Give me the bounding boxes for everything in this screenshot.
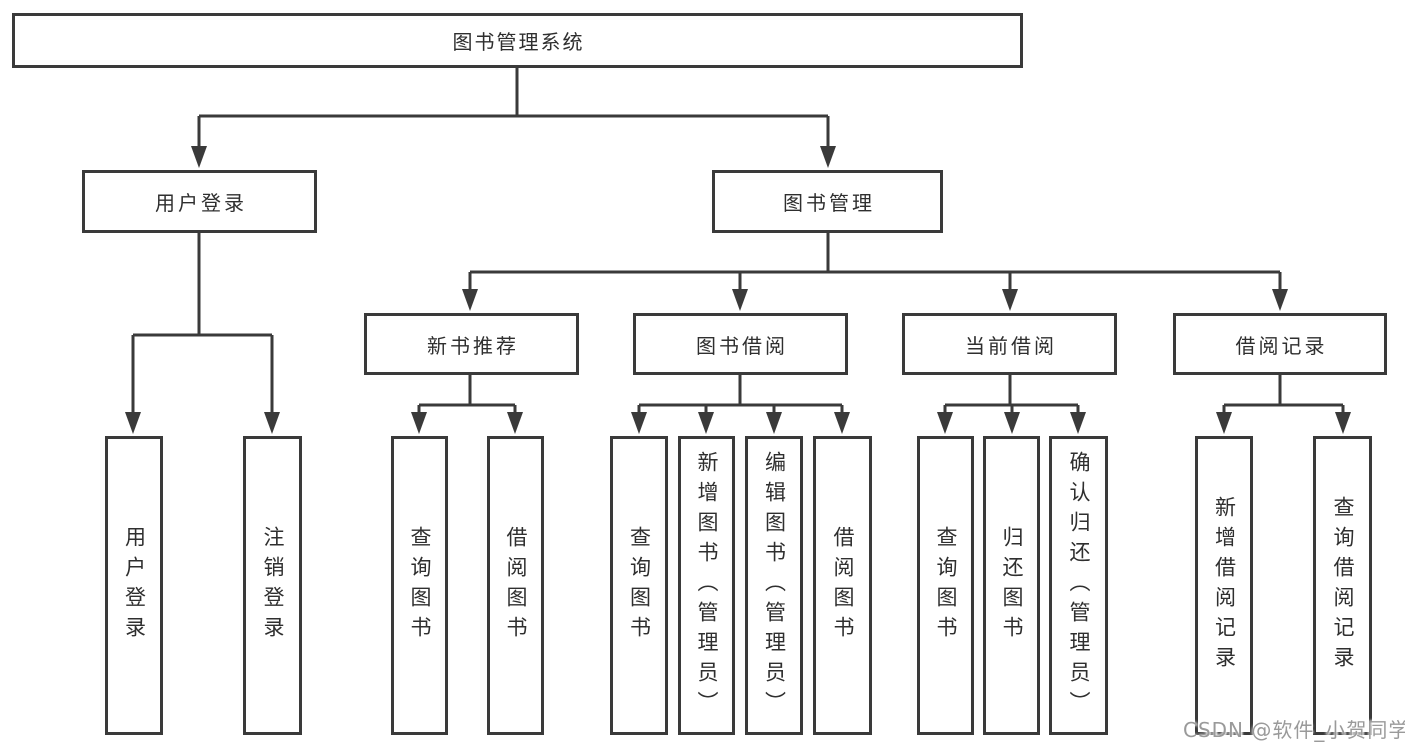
leaf-add-books-admin-label: 新增图书（管理员）: [695, 450, 719, 721]
node-root-label: 图书管理系统: [452, 30, 585, 54]
leaf-borrow-query-books: 查询图书: [610, 436, 668, 735]
node-book-management-label: 图书管理: [783, 191, 875, 215]
leaf-current-query-books: 查询图书: [917, 436, 974, 735]
leaf-logout: 注销登录: [243, 436, 302, 735]
leaf-add-borrow-record-label: 新增借阅记录: [1212, 495, 1237, 676]
leaf-borrow-query-books-label: 查询图书: [627, 525, 652, 646]
leaf-newbook-query-books: 查询图书: [391, 436, 448, 735]
leaf-return-books: 归还图书: [983, 436, 1040, 735]
leaf-query-borrow-record-label: 查询借阅记录: [1331, 495, 1355, 676]
leaf-current-query-books-label: 查询图书: [934, 525, 958, 646]
node-user-login: 用户登录: [82, 170, 317, 233]
node-book-borrow-label: 图书借阅: [696, 333, 788, 358]
leaf-newbook-borrow-books: 借阅图书: [487, 436, 544, 735]
node-borrow-records: 借阅记录: [1173, 313, 1387, 375]
node-current-borrow-label: 当前借阅: [965, 333, 1057, 358]
leaf-add-borrow-record: 新增借阅记录: [1195, 436, 1253, 735]
leaf-return-books-label: 归还图书: [1000, 525, 1024, 646]
node-user-login-label: 用户登录: [155, 191, 247, 215]
node-borrow-records-label: 借阅记录: [1235, 333, 1328, 358]
node-book-management: 图书管理: [712, 170, 943, 233]
leaf-edit-books-admin: 编辑图书（管理员）: [745, 436, 803, 735]
node-new-book-recommend-label: 新书推荐: [427, 333, 519, 358]
leaf-newbook-query-books-label: 查询图书: [408, 525, 432, 646]
leaf-logout-label: 注销登录: [261, 525, 285, 646]
leaf-add-books-admin: 新增图书（管理员）: [678, 436, 735, 735]
node-root: 图书管理系统: [12, 13, 1023, 68]
leaf-confirm-return-admin-label: 确认归还（管理员）: [1067, 450, 1091, 721]
leaf-confirm-return-admin: 确认归还（管理员）: [1049, 436, 1108, 735]
csdn-watermark: CSDN @软件_小贺同学: [1183, 718, 1405, 742]
leaf-newbook-borrow-books-label: 借阅图书: [504, 525, 528, 646]
node-book-borrow: 图书借阅: [633, 313, 848, 375]
leaf-edit-books-admin-label: 编辑图书（管理员）: [762, 450, 787, 721]
leaf-query-borrow-record: 查询借阅记录: [1313, 436, 1372, 735]
node-new-book-recommend: 新书推荐: [364, 313, 579, 375]
node-current-borrow: 当前借阅: [902, 313, 1117, 375]
leaf-user-login-label: 用户登录: [122, 525, 147, 646]
leaf-borrow-books: 借阅图书: [813, 436, 872, 735]
leaf-borrow-books-label: 借阅图书: [831, 525, 855, 646]
leaf-user-login: 用户登录: [105, 436, 163, 735]
